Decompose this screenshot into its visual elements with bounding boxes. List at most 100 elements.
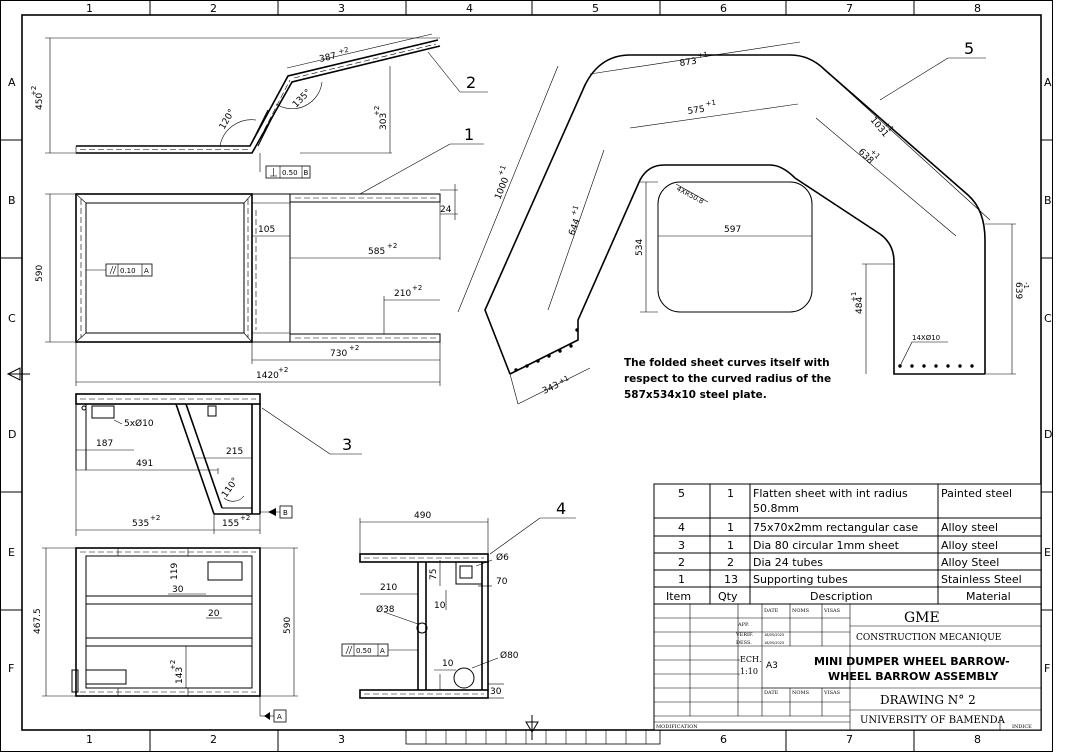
zone-label-side: B	[1044, 194, 1052, 207]
angle-110: 110°	[220, 476, 241, 500]
dim-535: 535	[132, 519, 149, 529]
zone-label-bottom: 6	[720, 733, 727, 746]
bom-header-qty: Qty	[718, 590, 738, 603]
bom-qty: 2	[727, 556, 734, 569]
dim-d80: Ø80	[500, 650, 519, 661]
balloon-4: 4	[489, 499, 576, 555]
bom-item: 5	[678, 487, 685, 500]
tb-dess-date: 18/05/2025	[764, 641, 784, 645]
bom-header-desc: Description	[810, 590, 873, 603]
tb-verif-label: VERIF.	[735, 632, 754, 638]
dim-143-tol: +2	[169, 660, 177, 670]
zone-label-side: D	[1044, 428, 1052, 441]
dim-70: 70	[496, 577, 508, 587]
dim-119: 119	[170, 563, 180, 580]
dim-30-bottom: 30	[172, 585, 184, 595]
bottom-scale	[405, 729, 661, 745]
tb-scale: 1:10	[740, 667, 758, 676]
zone-label-bottom: 8	[974, 733, 981, 746]
dim-730: 730	[330, 349, 347, 359]
dim-303-tol: +2	[373, 106, 381, 116]
tb-department: CONSTRUCTION MECANIQUE	[856, 633, 1001, 643]
bom-material: Painted steel	[941, 487, 1012, 500]
dim-639-tol: -1	[1022, 282, 1030, 289]
tb-format: A3	[766, 661, 778, 671]
bom-material: Alloy steel	[941, 539, 998, 552]
par-tolerance: 0.10	[120, 267, 136, 275]
dim-4xr: 4XR50.8	[675, 185, 705, 206]
dim-491: 491	[136, 459, 153, 469]
bom-qty: 13	[724, 573, 738, 586]
dim-484-tol: +1	[850, 292, 858, 302]
datum-b: B	[283, 509, 288, 517]
perp-datum: B	[304, 169, 309, 177]
side-view: 450 +2 387 +2 120° 135° 303 +2 0.50 B	[30, 33, 441, 179]
tb-company: GME	[904, 610, 940, 626]
zone-label-side: B	[8, 194, 16, 207]
perp-tolerance: 0.50	[282, 169, 298, 177]
tb-app-label: APP.	[737, 622, 749, 628]
dim-155-tol: +2	[240, 514, 250, 522]
bom-material: Alloy Steel	[941, 556, 999, 569]
svg-text:3: 3	[342, 435, 352, 454]
dim-873-tol: +1	[697, 51, 708, 60]
bom-material: Alloy steel	[941, 521, 998, 534]
dim-450: 450	[35, 93, 45, 110]
par-datum: A	[144, 267, 149, 275]
dim-534: 534	[635, 239, 645, 256]
zone-label-side: A	[8, 76, 16, 89]
dim-20: 20	[208, 609, 220, 619]
dim-585: 585	[368, 247, 385, 257]
zone-label-side: C	[8, 312, 16, 325]
dim-575-tol: +1	[705, 99, 716, 108]
dim-590-bottom: 590	[283, 617, 293, 634]
balloon-5: 5	[879, 39, 986, 101]
bom-item: 3	[678, 539, 685, 552]
zone-label-top: 6	[720, 2, 727, 15]
zone-label-top: 8	[974, 2, 981, 15]
hole-pattern-left	[514, 328, 579, 372]
dim-143: 143	[175, 667, 185, 684]
end-view: 490 Ø6 75 70 210 10 Ø38 10 Ø80 30 0.50 A	[341, 511, 519, 699]
bom-qty: 1	[727, 487, 734, 500]
zone-label-side: E	[8, 546, 15, 559]
dim-210: 210	[394, 289, 411, 299]
zone-label-side: E	[1044, 546, 1051, 559]
zone-label-bottom: 1	[86, 733, 93, 746]
dim-5xd10: 5xØ10	[124, 418, 154, 429]
tb-noms-label-2: NOMS	[792, 690, 810, 696]
bom-header-material: Material	[966, 590, 1011, 603]
dim-597: 597	[724, 225, 741, 235]
tb-date-label-2: DATE	[764, 690, 779, 696]
dim-75: 75	[429, 569, 439, 580]
dim-343-tol: +1	[557, 374, 570, 386]
zone-label-top: 4	[466, 2, 473, 15]
bom-item: 4	[678, 521, 685, 534]
front-view: 5xØ10 187 215 491 110° 535 +2 155 +2 B	[75, 393, 293, 536]
dim-d38: Ø38	[376, 604, 395, 615]
dim-644-tol: +1	[569, 204, 580, 216]
zone-label-top: 3	[338, 2, 345, 15]
bom-desc: Flatten sheet with int radius	[753, 487, 908, 500]
balloon-2: 2	[427, 51, 488, 93]
tb-drawing-number: DRAWING N° 2	[880, 693, 976, 707]
zone-label-bottom: 3	[338, 733, 345, 746]
zone-label-side: F	[1044, 662, 1050, 675]
dim-343: 343	[541, 380, 561, 396]
bom-item: 2	[678, 556, 685, 569]
par-tolerance-end: 0.50	[356, 647, 372, 655]
dim-387-tol: +2	[338, 46, 350, 56]
tb-modification: MODIFICATION	[656, 724, 698, 730]
dim-10: 10	[434, 601, 446, 611]
svg-text:1: 1	[464, 125, 474, 144]
dim-210-tol: +2	[412, 284, 422, 292]
zone-label-top: 1	[86, 2, 93, 15]
dim-1420-tol: +2	[278, 366, 288, 374]
top-view: 590 105 24 585 +2 210 +2 730 +2 1420 +2 …	[35, 184, 458, 386]
svg-text:2: 2	[466, 73, 476, 92]
angle-120: 120°	[218, 108, 238, 132]
balloon-3: 3	[261, 407, 362, 455]
dim-105: 105	[258, 225, 275, 235]
tb-university: UNIVERSITY OF BAMENDA	[860, 715, 1006, 726]
zone-label-top: 7	[846, 2, 853, 15]
